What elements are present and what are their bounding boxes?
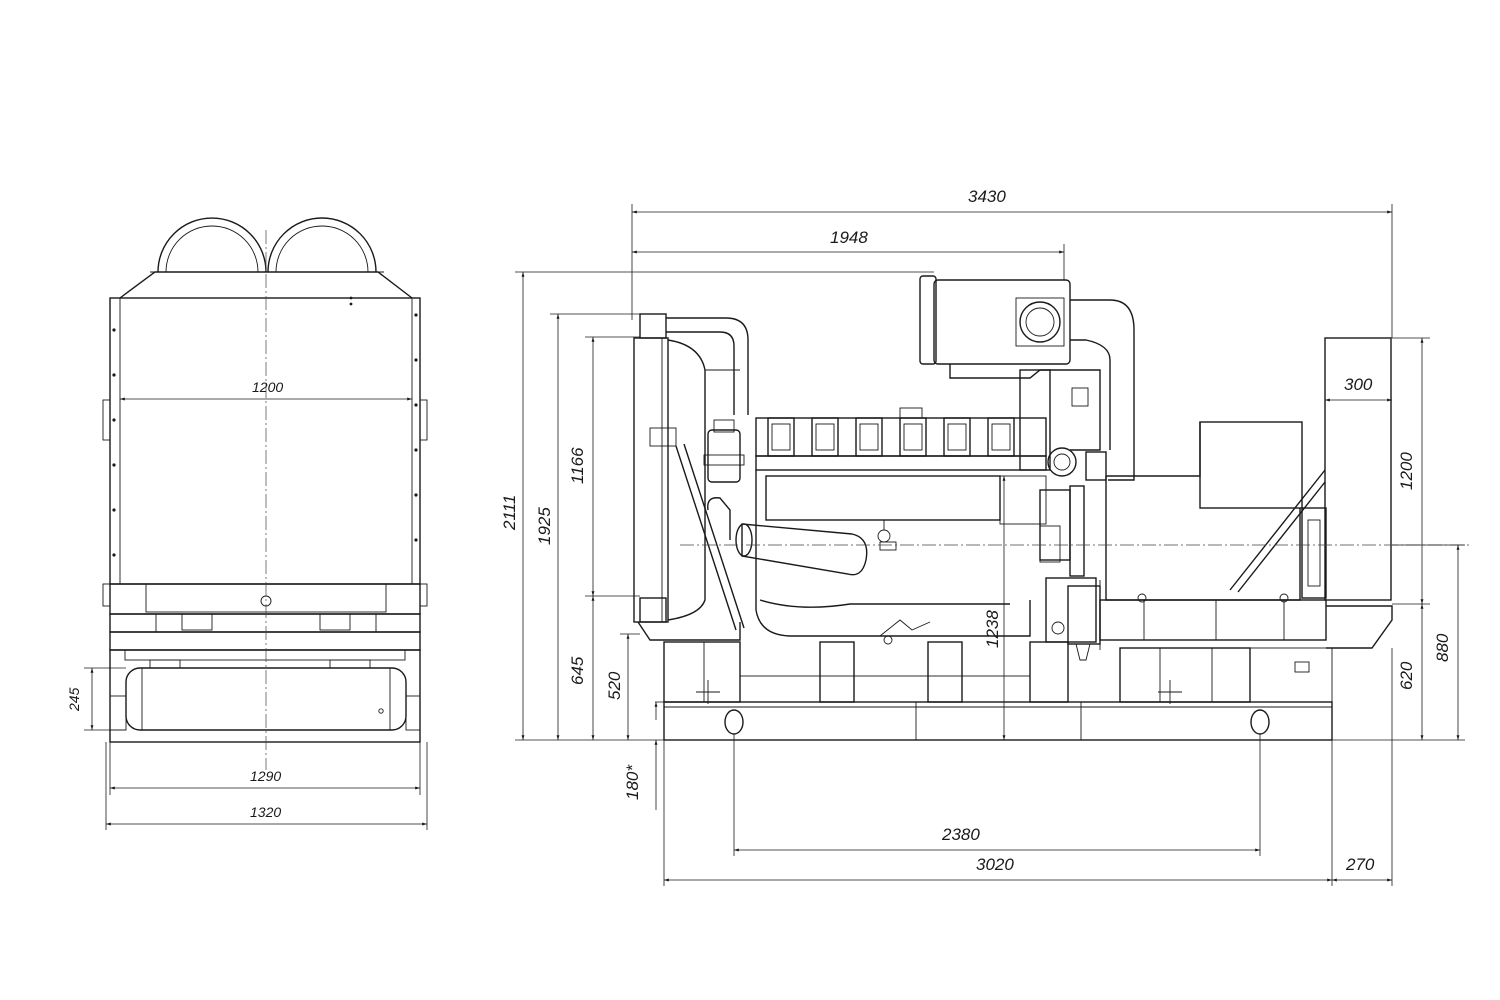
intake-pipe: [741, 523, 868, 576]
dim-width-1200: 1200: [252, 379, 283, 395]
dim-height-1925: 1925: [535, 507, 554, 545]
fan-shroud-left: [157, 217, 267, 273]
dim-height-180: 180*: [623, 764, 642, 800]
dim-height-245: 245: [66, 687, 82, 712]
front-base-frame: [109, 649, 421, 743]
dim-width-300: 300: [1344, 375, 1373, 394]
side-view: [633, 275, 1470, 741]
dim-length-270: 270: [1345, 855, 1375, 874]
dim-length-1948: 1948: [830, 228, 868, 247]
filter-left: [707, 429, 741, 483]
side-view-dimensions: 3430 1948 2111 1925 1166 645 520 180* 12…: [500, 187, 1465, 886]
alternator-frame: [1324, 337, 1392, 601]
lifting-hole-left: [724, 709, 744, 735]
dim-height-1200: 1200: [1397, 452, 1416, 490]
radiator: [633, 337, 669, 623]
fan-shroud-right: [267, 217, 377, 273]
side-base-frame: [663, 701, 1333, 741]
dim-spacing-2380: 2380: [941, 825, 980, 844]
lifting-hole-right: [1250, 709, 1270, 735]
dim-length-3020: 3020: [976, 855, 1014, 874]
dim-height-645: 645: [568, 656, 587, 685]
dim-length-3430: 3430: [968, 187, 1006, 206]
front-view: [102, 217, 428, 770]
front-view-dimensions: 1200 245 1290 1320: [66, 379, 428, 830]
dim-width-1320: 1320: [250, 804, 281, 820]
dim-width-1290: 1290: [250, 768, 281, 784]
front-enclosure: [109, 297, 421, 585]
dim-height-880: 880: [1433, 633, 1452, 662]
dim-height-2111: 2111: [500, 495, 519, 531]
dim-height-620: 620: [1397, 661, 1416, 690]
air-filter-housing: [933, 279, 1071, 365]
dim-height-1166: 1166: [568, 447, 587, 484]
dim-height-1238: 1238: [983, 610, 1002, 648]
alternator-terminal-box: [1199, 421, 1303, 509]
dim-height-520: 520: [605, 671, 624, 700]
cylinder-heads: [767, 417, 1015, 457]
